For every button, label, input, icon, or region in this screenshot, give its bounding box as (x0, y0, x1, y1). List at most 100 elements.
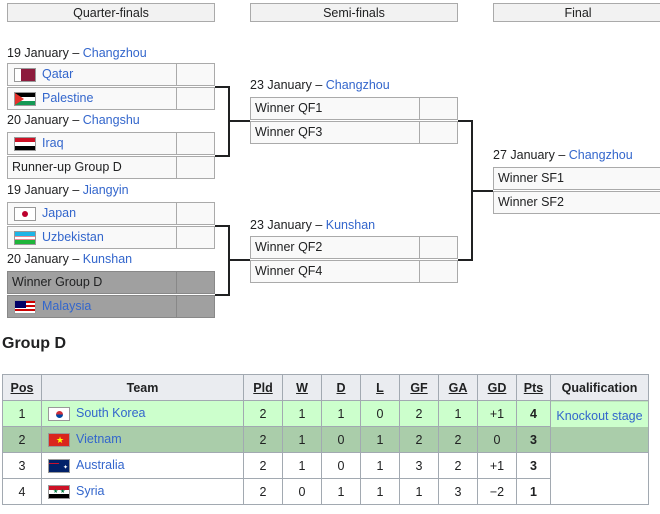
qf4-venue-link[interactable]: Kunshan (82, 252, 133, 266)
qf4-team2-score (176, 296, 214, 317)
final-team1-name: Winner SF1 (498, 171, 564, 185)
row-l: 1 (360, 478, 400, 505)
header-team: Team (41, 374, 244, 401)
bracket-line (215, 294, 229, 296)
row-ga: 3 (438, 478, 478, 505)
table-row: 1 South Korea 2 1 1 0 2 1 +1 4 Knockout … (2, 400, 649, 453)
row-ga: 1 (438, 400, 478, 427)
qualification-empty-cell (550, 452, 649, 505)
row-gf: 1 (399, 478, 439, 505)
qf4-team2-link[interactable]: Malaysia (42, 299, 92, 313)
qf2-date: 20 January – Changshu (7, 113, 140, 127)
row-pts: 4 (516, 400, 551, 427)
team-link-vietnam[interactable]: Vietnam (76, 432, 122, 447)
row-pts: 3 (516, 452, 551, 479)
row-gd: +1 (477, 452, 517, 479)
row-w: 1 (282, 426, 322, 453)
row-pld: 2 (243, 452, 283, 479)
row-pts: 3 (516, 426, 551, 453)
qf1-date-text: 19 January – (7, 46, 83, 60)
row-w: 1 (282, 400, 322, 427)
header-qualification: Qualification (550, 374, 649, 401)
qf4-date-text: 20 January – (7, 252, 83, 266)
qf4-date: 20 January – Kunshan (7, 252, 132, 266)
row-d: 0 (321, 452, 361, 479)
round-header-final: Final (493, 3, 660, 22)
row-pld: 2 (243, 478, 283, 505)
sf1-team2-name: Winner QF3 (255, 125, 323, 139)
australia-flag-icon: ✦ (48, 458, 70, 473)
bracket-line (228, 259, 250, 261)
final-team1-row: Winner SF1 (493, 167, 660, 190)
qf1-date: 19 January – Changzhou (7, 46, 147, 60)
header-d[interactable]: D (321, 374, 361, 401)
team-link-syria[interactable]: Syria (76, 484, 105, 499)
final-date: 27 January – Changzhou (493, 148, 633, 162)
row-ga: 2 (438, 426, 478, 453)
final-date-text: 27 January – (493, 148, 569, 162)
group-title: Group D (2, 335, 66, 352)
qf1-venue-link[interactable]: Changzhou (82, 46, 147, 60)
sf2-date-text: 23 January – (250, 218, 326, 232)
header-pts[interactable]: Pts (516, 374, 551, 401)
header-gd[interactable]: GD (477, 374, 517, 401)
bracket-line (228, 120, 250, 122)
row-l: 1 (360, 452, 400, 479)
team-link-south-korea[interactable]: South Korea (76, 406, 146, 421)
row-team: ★ Vietnam (41, 426, 244, 453)
header-w[interactable]: W (282, 374, 322, 401)
standings-header-row: Pos Team Pld W D L GF GA GD Pts Qualific… (2, 374, 649, 401)
row-pos: 4 (2, 478, 42, 505)
syria-flag-icon: ★ ★ (48, 484, 70, 499)
sf2-venue-link[interactable]: Kunshan (325, 218, 376, 232)
header-l[interactable]: L (360, 374, 400, 401)
sf1-team1-name: Winner QF1 (255, 101, 323, 115)
qf2-team1-row: Iraq (7, 132, 215, 155)
bracket-line (458, 120, 472, 122)
qf3-team2-row: Uzbekistan (7, 226, 215, 249)
qf1-team1-link[interactable]: Qatar (42, 67, 74, 81)
team-link-australia[interactable]: Australia (76, 458, 125, 473)
sf1-team1-row: Winner QF1 (250, 97, 458, 120)
knockout-stage-link[interactable]: Knockout stage (556, 409, 643, 423)
row-gd: +1 (477, 400, 517, 427)
sf2-team2-row: Winner QF4 (250, 260, 458, 283)
qf1-team2-link[interactable]: Palestine (42, 91, 94, 105)
vietnam-flag-icon: ★ (48, 432, 70, 447)
final-team2-name: Winner SF2 (498, 195, 564, 209)
row-team: ✦ Australia (41, 452, 244, 479)
qf1-team2-score (176, 88, 214, 109)
qf2-date-text: 20 January – (7, 113, 83, 127)
qf2-venue-link[interactable]: Changshu (82, 113, 140, 127)
round-header-quarter-finals: Quarter-finals (7, 3, 215, 22)
sf2-team1-name: Winner QF2 (255, 240, 323, 254)
row-d: 0 (321, 426, 361, 453)
qf3-team1-link[interactable]: Japan (42, 206, 77, 220)
row-pos: 2 (2, 426, 42, 453)
qf3-team2-link[interactable]: Uzbekistan (42, 230, 104, 244)
final-team2-row: Winner SF2 (493, 191, 660, 214)
bracket-line (215, 86, 229, 88)
header-ga[interactable]: GA (438, 374, 478, 401)
qatar-flag-icon (14, 67, 36, 82)
final-venue-link[interactable]: Changzhou (568, 148, 633, 162)
qf2-team1-link[interactable]: Iraq (42, 136, 64, 150)
qf3-date: 19 January – Jiangyin (7, 183, 129, 197)
header-pos[interactable]: Pos (2, 374, 42, 401)
sf2-team1-score (419, 237, 457, 258)
row-gd: 0 (477, 426, 517, 453)
sf1-venue-link[interactable]: Changzhou (325, 78, 390, 92)
standings-table: Pos Team Pld W D L GF GA GD Pts Qualific… (2, 374, 649, 505)
row-ga: 2 (438, 452, 478, 479)
sf1-team2-score (419, 122, 457, 143)
qf1-team1-score (176, 64, 214, 85)
sf2-date: 23 January – Kunshan (250, 218, 375, 232)
header-gf[interactable]: GF (399, 374, 439, 401)
qf1-team2-row: Palestine (7, 87, 215, 110)
row-gd: −2 (477, 478, 517, 505)
row-l: 1 (360, 426, 400, 453)
qf2-team2-row: Runner-up Group D (7, 156, 215, 179)
header-pld[interactable]: Pld (243, 374, 283, 401)
row-w: 0 (282, 478, 322, 505)
qf3-venue-link[interactable]: Jiangyin (82, 183, 129, 197)
